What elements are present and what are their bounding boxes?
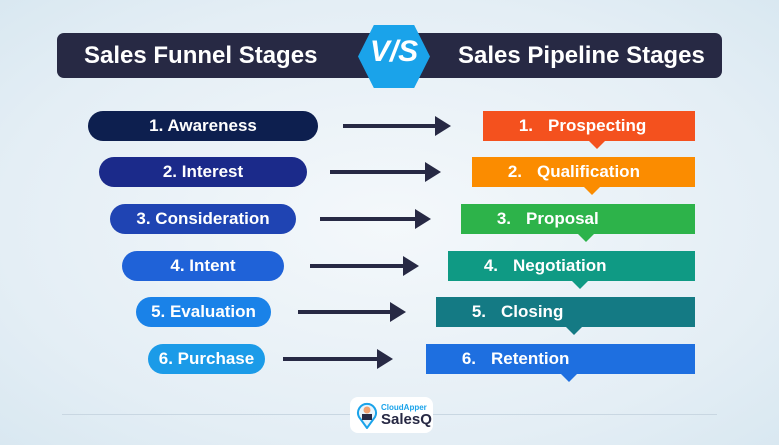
funnel-stage: 2. Interest	[99, 157, 307, 187]
pipeline-stage: 5. Closing	[436, 297, 695, 335]
arrow-icon	[310, 256, 419, 276]
pipeline-stage-number: 3.	[496, 209, 511, 228]
arrow-icon	[330, 162, 441, 182]
pipeline-stage-number: 6.	[461, 349, 476, 368]
pointer-triangle	[578, 234, 594, 242]
pipeline-stage: 3. Proposal	[461, 204, 695, 242]
pipeline-stage: 6. Retention	[426, 344, 695, 382]
pipeline-stage-number: 5.	[471, 302, 486, 321]
pipeline-stage-label: Negotiation	[513, 256, 607, 275]
funnel-stage: 1. Awareness	[88, 111, 318, 141]
pointer-triangle	[571, 281, 588, 289]
funnel-stage: 4. Intent	[122, 251, 284, 281]
arrow-icon	[298, 302, 406, 322]
funnel-stage: 3. Consideration	[110, 204, 296, 234]
pipeline-stage-label: Prospecting	[548, 116, 647, 135]
pipeline-stage-label: Retention	[491, 349, 570, 368]
pipeline-stage-label: Qualification	[537, 162, 640, 181]
funnel-stage-label: 5. Evaluation	[151, 302, 256, 321]
funnel-stage-label: 4. Intent	[170, 256, 236, 275]
funnel-stage-label: 2. Interest	[162, 162, 244, 181]
funnel-stage: 5. Evaluation	[136, 297, 271, 327]
arrow-icon	[283, 349, 393, 369]
logo-product: SalesQ	[381, 410, 432, 428]
pipeline-stage-label: Closing	[501, 302, 564, 321]
funnel-stage-label: 3. Consideration	[136, 209, 270, 228]
pin-icon	[357, 402, 377, 429]
pipeline-stage-number: 1.	[518, 116, 533, 135]
pipeline-stage: 2. Qualification	[472, 157, 695, 195]
pipeline-title: Sales Pipeline Stages	[458, 42, 705, 69]
funnel-stage-label: 6. Purchase	[158, 349, 255, 368]
arrow-icon	[343, 116, 451, 136]
pipeline-stage-label: Proposal	[526, 209, 599, 228]
pointer-triangle	[560, 374, 577, 382]
funnel-title: Sales Funnel Stages	[84, 42, 318, 69]
pipeline-stage-number: 2.	[507, 162, 522, 181]
vs-label: V/S	[369, 35, 419, 68]
arrow-icon	[320, 209, 431, 229]
funnel-stage: 6. Purchase	[148, 344, 265, 374]
pointer-triangle	[589, 141, 605, 149]
pointer-triangle	[565, 327, 582, 335]
funnel-stage-label: 1. Awareness	[149, 116, 257, 135]
pipeline-stage: 1. Prospecting	[483, 111, 695, 149]
logo-brand: CloudApper	[381, 402, 427, 412]
logo: CloudApper SalesQ	[350, 397, 433, 433]
pipeline-stage: 4. Negotiation	[448, 251, 695, 289]
vs-hexagon	[358, 25, 430, 88]
pointer-triangle	[583, 187, 600, 195]
pipeline-stage-number: 4.	[483, 256, 498, 275]
